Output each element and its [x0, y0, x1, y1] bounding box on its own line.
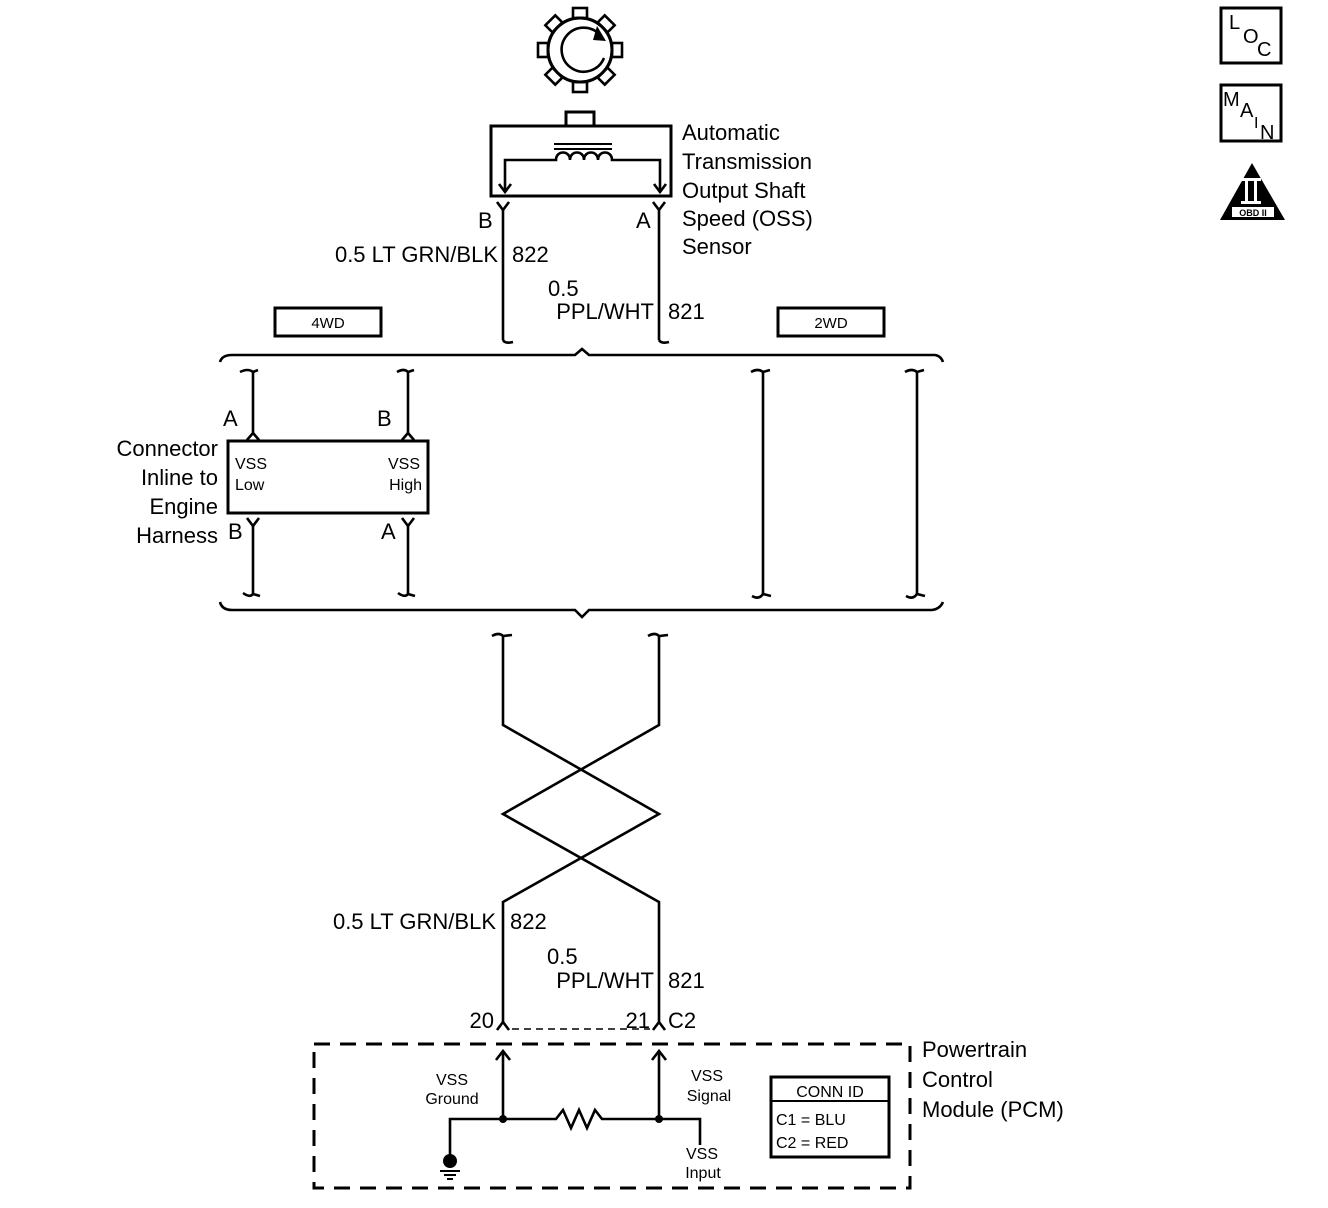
- pcm-connector-label: C2: [668, 1008, 696, 1033]
- pcm-title-3: Module (PCM): [922, 1097, 1064, 1122]
- option-brace-top: [218, 347, 945, 363]
- wire-821-top-circuit: 821: [668, 299, 705, 324]
- wire-822-bottom-color: 0.5 LT GRN/BLK: [333, 909, 496, 934]
- vss-low-label-1: VSS: [235, 456, 267, 473]
- main-icon-a: A: [1240, 100, 1254, 122]
- conn-id-table: CONN ID C1 = BLU C2 = RED: [769, 1075, 891, 1159]
- resistor-icon: [448, 1106, 702, 1160]
- loc-icon-l: L: [1229, 12, 1240, 34]
- vss-high-label-1: VSS: [388, 456, 420, 473]
- sensor-title-3: Output Shaft: [682, 178, 806, 203]
- main-icon-n: N: [1260, 122, 1274, 144]
- vss-input-label-1: VSS: [686, 1146, 718, 1163]
- wire-821-bottom-circuit: 821: [668, 968, 705, 993]
- option-2wd-label: 2WD: [814, 315, 848, 332]
- wire-821-bottom: [500, 636, 661, 1022]
- twisted-pair: [491, 632, 669, 1022]
- wire-821-top-color: PPL/WHT: [556, 299, 654, 324]
- obd-ii-label: OBD II: [1239, 208, 1267, 218]
- oss-sensor: [489, 110, 673, 198]
- vss-signal-label-1: VSS: [691, 1068, 723, 1085]
- sensor-title-2: Transmission: [682, 149, 812, 174]
- sensor-title-1: Automatic: [682, 120, 780, 145]
- pcm-title-1: Powertrain: [922, 1037, 1027, 1062]
- inline-pin-top-a: A: [223, 406, 238, 431]
- loc-icon-c: C: [1257, 39, 1271, 61]
- wire-822-top-color: 0.5 LT GRN/BLK: [335, 242, 498, 267]
- wire-822-bottom: [501, 636, 662, 1022]
- conn-id-row-c2: C2 = RED: [776, 1135, 848, 1152]
- wire-4wd-left: [239, 368, 261, 598]
- inline-title-2: Inline to: [141, 465, 218, 490]
- pcm-pin-21: 21: [626, 1008, 650, 1033]
- wire-2wd-left: [750, 368, 772, 599]
- option-4wd-label: 4WD: [311, 315, 345, 332]
- sensor-title-4: Speed (OSS): [682, 206, 813, 231]
- reluctor-wheel-icon: [536, 6, 624, 94]
- wire-2wd-right: [904, 368, 926, 599]
- junction-dot-ground: [499, 1115, 507, 1123]
- sensor-coil: [503, 151, 662, 190]
- main-icon[interactable]: M A I N: [1219, 83, 1283, 144]
- vss-low-label-2: Low: [235, 477, 265, 494]
- pcm-pin-20: 20: [470, 1008, 494, 1033]
- sensor-pin-b: B: [478, 208, 493, 233]
- wire-821-top-size: 0.5: [548, 276, 579, 301]
- wire-822-bottom-circuit: 822: [510, 909, 547, 934]
- junction-dot-signal: [655, 1115, 663, 1123]
- wire-821-bottom-color: PPL/WHT: [556, 968, 654, 993]
- option-2wd[interactable]: 2WD: [776, 306, 886, 338]
- option-brace-bottom: [218, 601, 945, 619]
- wire-4wd-right: [396, 368, 416, 598]
- pcm-title-2: Control: [922, 1067, 993, 1092]
- loc-icon-o: O: [1243, 26, 1259, 48]
- vss-ground-label-2: Ground: [425, 1091, 478, 1108]
- vss-ground-arrow-icon: [494, 1048, 512, 1061]
- vss-input-label-2: Input: [685, 1165, 721, 1182]
- inline-pin-bottom-a: A: [381, 519, 396, 544]
- inline-title-3: Engine: [149, 494, 218, 519]
- inline-pin-top-b: B: [377, 406, 392, 431]
- loc-icon[interactable]: L O C: [1219, 6, 1283, 65]
- wire-822-top: [495, 201, 514, 344]
- inline-title-4: Harness: [136, 523, 218, 548]
- pcm-module: [312, 1042, 912, 1190]
- vss-ground-label-1: VSS: [436, 1072, 468, 1089]
- vss-high-label-2: High: [389, 477, 422, 494]
- wire-822-top-circuit: 822: [512, 242, 549, 267]
- wire-821-bottom-size: 0.5: [547, 944, 578, 969]
- vss-signal-arrow-icon: [650, 1048, 668, 1061]
- sensor-pin-a: A: [636, 208, 651, 233]
- main-icon-i: I: [1254, 115, 1258, 132]
- pcm-internal-circuit: [440, 1048, 702, 1180]
- option-4wd[interactable]: 4WD: [273, 306, 383, 338]
- conn-id-header: CONN ID: [796, 1084, 864, 1101]
- inline-connector: VSS Low VSS High: [226, 439, 430, 515]
- sensor-title-5: Sensor: [682, 234, 752, 259]
- conn-id-row-c1: C1 = BLU: [776, 1112, 846, 1129]
- inline-pin-bottom-b: B: [228, 519, 243, 544]
- wire-821-top: [651, 201, 670, 344]
- vss-signal-label-2: Signal: [687, 1088, 731, 1105]
- obd-ii-icon[interactable]: OBD II: [1220, 163, 1285, 220]
- inline-title-1: Connector: [116, 436, 218, 461]
- main-icon-m: M: [1223, 89, 1240, 111]
- ground-icon: [440, 1154, 460, 1180]
